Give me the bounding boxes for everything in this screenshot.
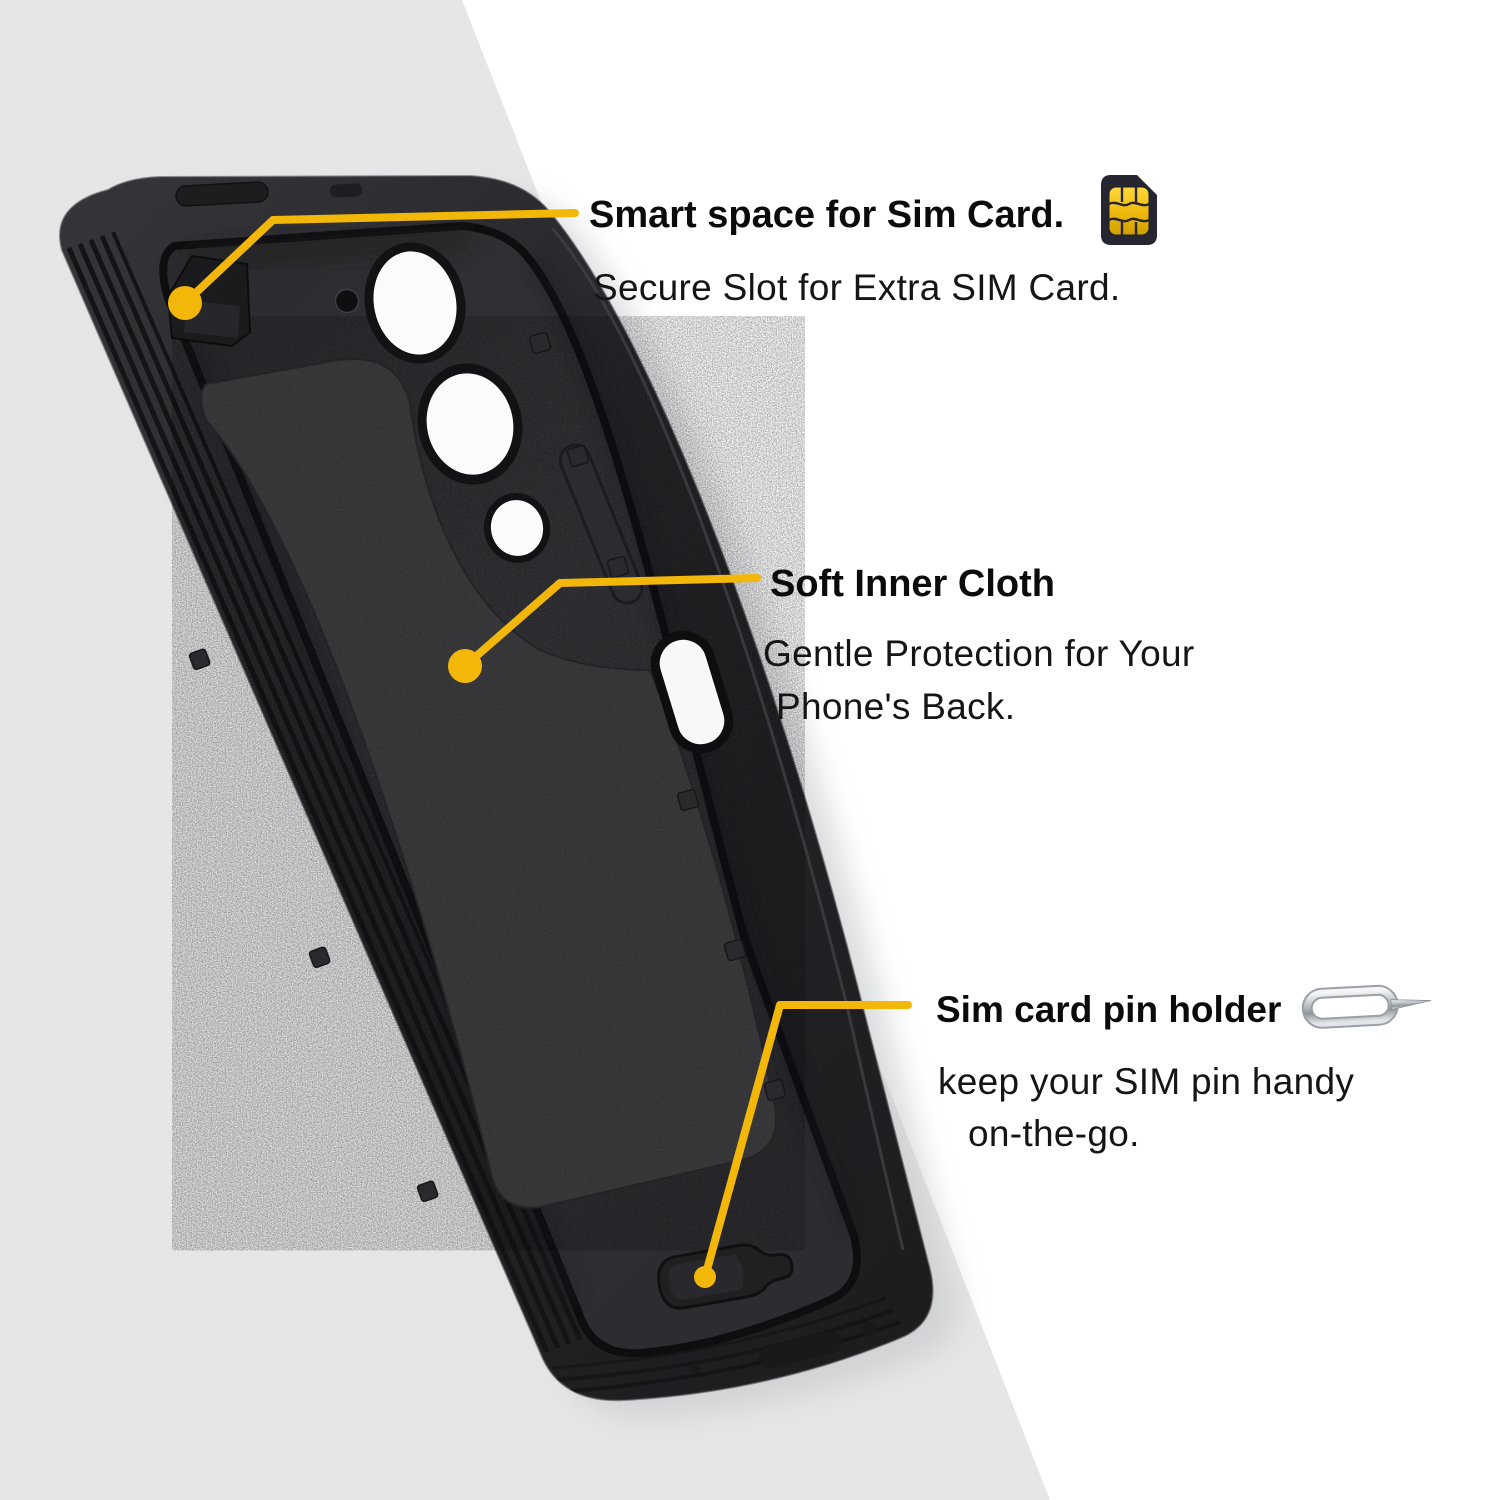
callout-sim-slot: Smart space for Sim Card. Secure Slot fo…: [589, 175, 1157, 308]
callout-cloth-title: Soft Inner Cloth: [770, 563, 1055, 605]
camera-cutouts: [364, 242, 551, 563]
mic-hole-bottom: [690, 1363, 700, 1373]
camera-cutout-2: [426, 373, 514, 475]
callout-cloth: Soft Inner Cloth Gentle Protection for Y…: [763, 563, 1195, 727]
inner-cloth-lining: [200, 358, 777, 1209]
callout-dot-pin-holder: [694, 1266, 716, 1288]
speaker-hole: [862, 1322, 876, 1336]
callout-dot-cloth: [448, 649, 482, 683]
callout-sim-slot-body: Secure Slot for Extra SIM Card.: [593, 267, 1120, 308]
callout-line-sim-slot: [181, 209, 579, 307]
mic-hole: [334, 288, 360, 314]
side-port-cutout: [650, 630, 734, 754]
top-notch-slot: [330, 183, 363, 198]
callout-lines: [181, 209, 912, 1281]
camera-cutout-3: [490, 500, 544, 556]
callout-pin-holder-body-line1: keep your SIM pin handy: [938, 1061, 1354, 1102]
callout-pin-holder-body-line2: on-the-go.: [968, 1113, 1140, 1154]
charging-port-cutout: [759, 1330, 842, 1370]
interior-shading-right: [526, 259, 857, 1235]
callout-sim-slot-title: Smart space for Sim Card.: [589, 194, 1064, 236]
sim-ejector-pin-icon: [1301, 984, 1432, 1029]
right-wall-lip: [550, 227, 905, 1251]
callout-cloth-body-line2: Phone's Back.: [776, 686, 1015, 727]
sim-card-slot: [166, 254, 252, 348]
camera-cutout-1: [373, 251, 457, 355]
callout-pin-holder: Sim card pin holder keep your SIM pin ha…: [936, 984, 1432, 1154]
inner-wall-tabs: [188, 331, 787, 1203]
callout-dots: [168, 286, 716, 1288]
callout-line-cloth: [461, 574, 761, 670]
callout-pin-holder-title: Sim card pin holder: [936, 989, 1281, 1030]
top-speaker-slot: [175, 181, 269, 207]
callout-cloth-body-line1: Gentle Protection for Your: [763, 633, 1195, 674]
callout-line-pin-holder: [701, 1001, 912, 1281]
sim-card-icon: [1101, 175, 1157, 245]
callout-dot-sim-slot: [168, 286, 202, 320]
